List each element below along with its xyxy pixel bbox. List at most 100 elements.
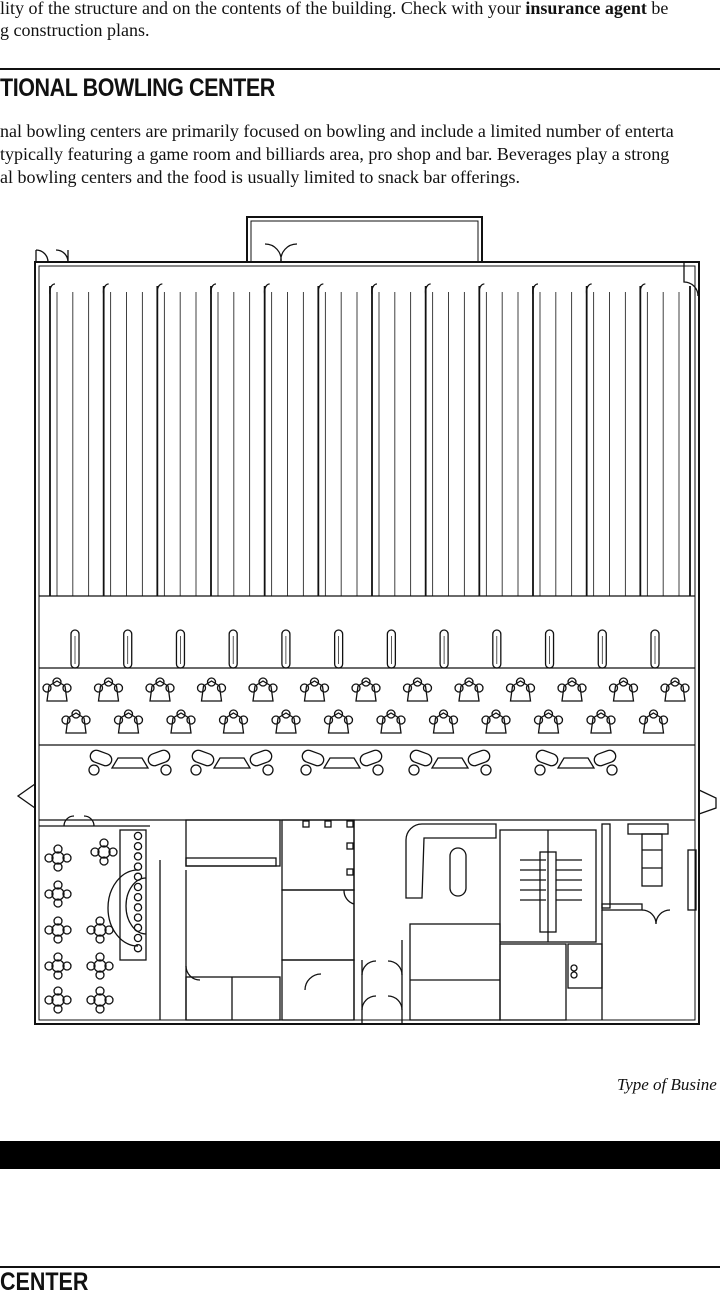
bowler-seat — [505, 677, 536, 702]
bar-stool — [133, 933, 143, 943]
ball-return — [386, 629, 397, 669]
bowler-seat — [586, 709, 616, 734]
lane — [102, 283, 143, 596]
ball-return — [281, 629, 291, 669]
game-table — [86, 952, 114, 980]
game-table — [44, 880, 72, 908]
bar-stool — [133, 852, 143, 861]
game-table — [90, 838, 118, 866]
lane — [639, 283, 680, 596]
entry-vestibule — [361, 940, 403, 1024]
intro-line-2: g construction plans. — [0, 20, 150, 40]
bar-stool — [133, 913, 143, 922]
restrooms — [499, 829, 603, 989]
bowler-seat — [218, 709, 249, 734]
bowler-seat — [166, 709, 196, 734]
bar-stool — [133, 903, 143, 912]
section-heading: TIONAL BOWLING CENTER — [0, 74, 275, 102]
bowler-seat — [481, 709, 511, 734]
section-paragraph-line-1: nal bowling centers are primarily focuse… — [0, 121, 674, 141]
bowler-seat — [454, 677, 484, 702]
bar-stool — [133, 892, 143, 902]
bar-stool — [133, 862, 143, 871]
settee-table — [190, 749, 274, 776]
game-table — [44, 952, 72, 980]
section-rule-top — [0, 68, 720, 70]
ball-return — [439, 629, 449, 669]
game-table — [44, 916, 72, 944]
bar-stool — [133, 943, 143, 953]
bowler-seat — [271, 709, 301, 734]
game-table — [86, 916, 114, 944]
pro-shop-and-offices — [281, 819, 355, 1021]
bowling-center-floor-plan — [16, 216, 717, 1025]
settee-table — [300, 749, 384, 776]
bowler-seat — [428, 709, 459, 734]
ball-returns — [70, 629, 660, 669]
ball-return — [544, 629, 555, 669]
settee-table — [408, 749, 492, 776]
lane — [424, 283, 465, 596]
snack-bar-kitchen — [405, 823, 567, 1021]
ball-return — [597, 629, 607, 669]
outer-walls — [16, 216, 717, 1025]
bowler-seat — [557, 677, 587, 702]
ball-return — [333, 629, 344, 669]
settee-tables — [88, 749, 618, 776]
bowling-lanes — [49, 283, 691, 596]
lane — [156, 283, 197, 596]
ball-return — [70, 629, 80, 669]
lane — [317, 283, 358, 596]
column-post — [324, 820, 332, 828]
bowler-seating — [42, 677, 690, 734]
bowler-seat — [376, 709, 406, 734]
ball-return — [492, 629, 502, 669]
lane — [532, 283, 573, 596]
bowler-seat — [323, 709, 354, 734]
game-table — [44, 986, 72, 1014]
next-section-rule — [0, 1266, 720, 1268]
section-paragraph-line-2: typically featuring a game room and bill… — [0, 144, 670, 164]
ball-return — [123, 629, 133, 669]
lane — [210, 283, 251, 596]
restroom-core — [539, 851, 557, 933]
game-table — [86, 986, 114, 1014]
lane — [585, 283, 626, 596]
column-post — [346, 820, 354, 828]
bar-area — [159, 819, 281, 1021]
bar-stool — [133, 831, 143, 841]
figure-caption: Type of Busine — [617, 1075, 717, 1094]
settee-table — [534, 749, 618, 776]
lane — [263, 283, 304, 596]
mechanical-rooms — [601, 823, 697, 1020]
bowler-seat — [61, 709, 91, 734]
bowler-seat — [608, 677, 639, 702]
column-post — [346, 842, 354, 850]
game-room-tables — [44, 838, 118, 1014]
bowler-seat — [402, 677, 433, 702]
bowler-seat — [93, 677, 124, 702]
column-post — [346, 868, 354, 876]
bowler-seat — [196, 677, 227, 702]
section-paragraph-line-3: al bowling centers and the food is usual… — [0, 167, 521, 187]
intro-line-1: lity of the structure and on the content… — [0, 0, 669, 18]
ball-return — [650, 629, 660, 669]
bar-stool — [133, 882, 143, 892]
footer-black-bar — [0, 1141, 720, 1169]
bowler-seat — [113, 709, 144, 734]
bowler-seat — [351, 677, 381, 702]
game-table — [44, 844, 72, 872]
ball-return — [175, 629, 186, 669]
bowler-seat — [660, 677, 690, 702]
bowler-seat — [638, 709, 669, 734]
lane — [478, 283, 519, 596]
settee-table — [88, 749, 172, 776]
bar-stool — [133, 841, 143, 851]
bar-stool — [133, 872, 143, 882]
lane — [49, 283, 90, 596]
lane — [371, 283, 412, 596]
bar-stool — [133, 923, 143, 933]
ball-return — [228, 629, 238, 669]
bowler-seat — [299, 677, 330, 702]
insurance-agent-emphasis: insurance agent — [525, 0, 647, 18]
